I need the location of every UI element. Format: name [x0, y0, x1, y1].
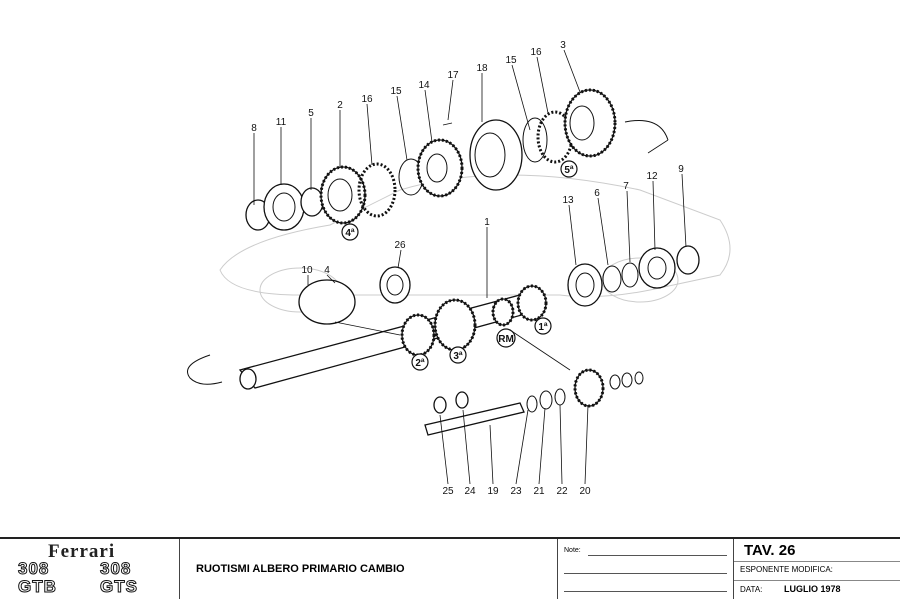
date-value: LUGLIO 1978	[784, 584, 841, 594]
part-numbers: 8 11 5 2 16 15 14 17 18 15 16 3 9 12 7 6…	[251, 40, 684, 497]
model-number: 308	[99, 559, 132, 579]
part-label: 18	[476, 63, 488, 74]
part-label: 21	[533, 486, 545, 497]
part-label: 7	[623, 181, 629, 192]
part-label: 16	[530, 47, 542, 58]
part-label: 8	[251, 123, 257, 134]
part-label: 20	[579, 486, 591, 497]
reverse-shaft	[424, 368, 644, 436]
part-label: 24	[464, 486, 476, 497]
model-gts: GTS	[100, 577, 138, 597]
ferrari-308-logo: Ferrari 308 308 GTB GTS	[0, 539, 180, 599]
part-label: 1	[484, 217, 490, 228]
part-label: 10	[301, 265, 313, 276]
drawing-title: RUOTISMI ALBERO PRIMARIO CAMBIO	[180, 539, 558, 599]
date-label: DATA:	[740, 585, 763, 594]
gear-marker-3: 3ª	[453, 351, 463, 362]
part-label: 3	[560, 40, 566, 51]
part-label: 5	[308, 108, 314, 119]
divider	[734, 580, 900, 581]
part-label: 11	[276, 117, 287, 128]
part-label: 4	[324, 265, 330, 276]
part-label: 12	[646, 171, 658, 182]
part-label: 15	[505, 55, 517, 66]
title-block: Ferrari 308 308 GTB GTS RUOTISMI ALBERO …	[0, 537, 900, 599]
sheet-number: TAV. 26	[744, 542, 796, 559]
main-shaft	[187, 245, 700, 390]
title-text: RUOTISMI ALBERO PRIMARIO CAMBIO	[196, 563, 405, 575]
part-label: 17	[447, 70, 459, 81]
exploded-gear-diagram: 8 11 5 2 16 15 14 17 18 15 16 3 9 12 7 6…	[187, 40, 731, 497]
notes-label: Note:	[564, 547, 581, 554]
gear-marker-1: 1ª	[538, 322, 548, 333]
part-label: 26	[394, 240, 406, 251]
part-label: 22	[556, 486, 568, 497]
part-label: 25	[442, 486, 454, 497]
part-label: 2	[337, 100, 343, 111]
gear-marker-4: 4ª	[345, 228, 355, 239]
part-label: 16	[361, 94, 373, 105]
part-label: 23	[510, 486, 522, 497]
model-number: 308	[17, 559, 50, 579]
gear-marker-2: 2ª	[415, 358, 425, 369]
notes-line	[588, 555, 727, 556]
part-label: 9	[678, 164, 684, 175]
sheet-info: TAV. 26 ESPONENTE MODIFICA: DATA: LUGLIO…	[734, 539, 900, 599]
gear-markers: 4ª 5ª 1ª RM 3ª 2ª	[341, 160, 578, 371]
brand-logo: Ferrari	[48, 541, 116, 562]
part-label: 19	[487, 486, 499, 497]
notes-line	[564, 573, 727, 574]
notes-line	[564, 591, 727, 592]
notes-box: Note:	[558, 539, 734, 599]
part-label: 14	[418, 80, 430, 91]
part-label: 13	[562, 195, 574, 206]
gear-marker-reverse: RM	[498, 334, 514, 345]
model-gtb: GTB	[18, 577, 57, 597]
part-label: 15	[390, 86, 402, 97]
part-label: 6	[594, 188, 600, 199]
divider	[734, 561, 900, 562]
gear-marker-5: 5ª	[564, 165, 574, 176]
revision-label: ESPONENTE MODIFICA:	[740, 565, 833, 574]
upper-assembly	[245, 88, 669, 231]
leader-lines	[253, 49, 687, 485]
